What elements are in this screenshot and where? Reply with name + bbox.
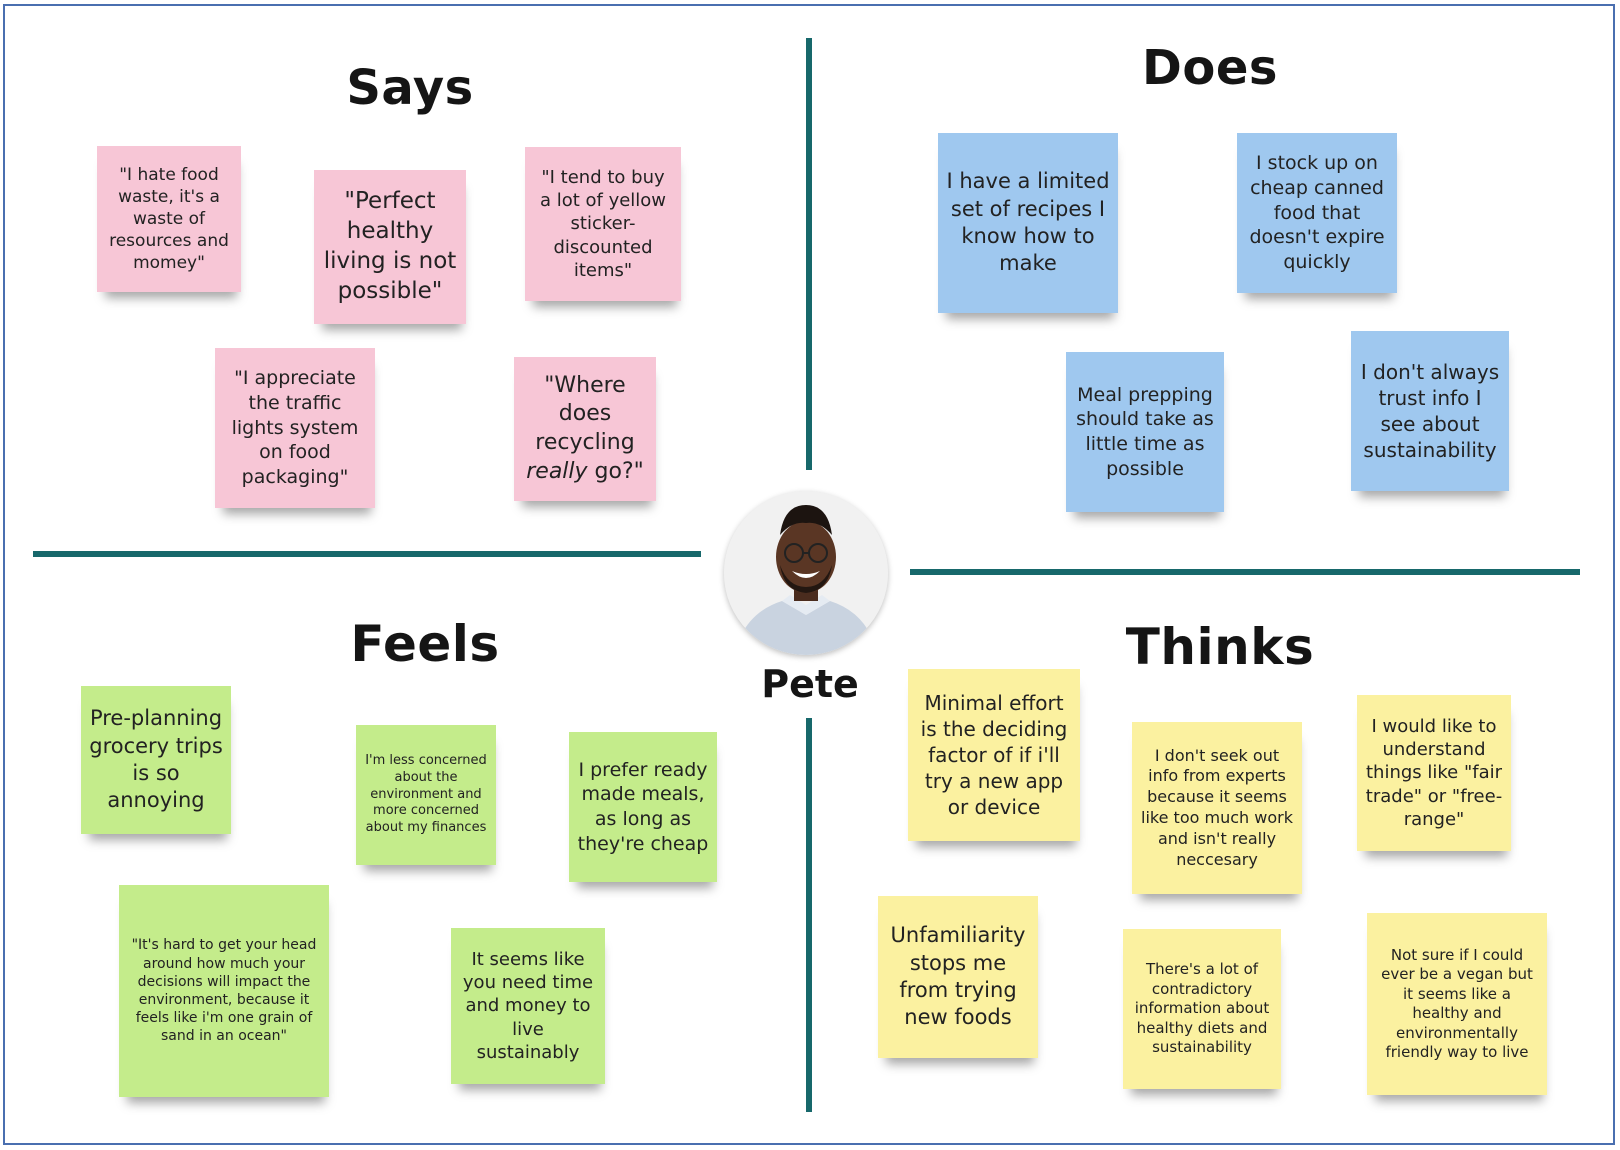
persona-name: Pete <box>761 662 859 706</box>
thinks-note-3[interactable]: I would like to understand things like "… <box>1357 695 1511 851</box>
divider-horizontal-left <box>33 551 701 557</box>
says-note-5-text-after: go?" <box>587 458 644 484</box>
thinks-note-4[interactable]: Unfamiliarity stops me from trying new f… <box>878 896 1038 1058</box>
divider-vertical-bottom <box>806 718 812 1112</box>
says-note-1[interactable]: "I hate food waste, it's a waste of reso… <box>97 146 241 292</box>
says-note-5-emphasis: really <box>526 458 588 484</box>
thinks-title: Thinks <box>1125 618 1315 676</box>
feels-title: Feels <box>350 615 500 673</box>
says-note-2[interactable]: "Perfect healthy living is not possible" <box>314 170 466 324</box>
thinks-note-2[interactable]: I don't seek out info from experts becau… <box>1132 722 1302 894</box>
says-note-3[interactable]: "I tend to buy a lot of yellow sticker-d… <box>525 147 681 301</box>
board-frame <box>3 4 1615 1145</box>
feels-note-1[interactable]: Pre-planning grocery trips is so annoyin… <box>81 686 231 834</box>
thinks-note-5[interactable]: There's a lot of contradictory informati… <box>1123 929 1281 1089</box>
feels-note-4[interactable]: "It's hard to get your head around how m… <box>119 885 329 1097</box>
does-note-2[interactable]: I stock up on cheap canned food that doe… <box>1237 133 1397 293</box>
avatar-illustration <box>724 491 888 655</box>
divider-horizontal-right <box>910 569 1580 575</box>
thinks-note-6[interactable]: Not sure if I could ever be a vegan but … <box>1367 913 1547 1095</box>
does-note-4[interactable]: I don't always trust info I see about su… <box>1351 331 1509 491</box>
does-note-3[interactable]: Meal prepping should take as little time… <box>1066 352 1224 512</box>
does-note-1[interactable]: I have a limited set of recipes I know h… <box>938 133 1118 313</box>
says-note-4[interactable]: "I appreciate the traffic lights system … <box>215 348 375 508</box>
says-title: Says <box>346 60 474 116</box>
does-title: Does <box>1142 40 1278 96</box>
says-note-5[interactable]: "Where does recycling really go?" <box>514 357 656 501</box>
feels-note-5[interactable]: It seems like you need time and money to… <box>451 928 605 1084</box>
feels-note-2[interactable]: I'm less concerned about the environment… <box>356 725 496 865</box>
divider-vertical-top <box>806 38 812 470</box>
person-portrait-icon <box>724 491 888 655</box>
says-note-5-text-before: "Where does recycling <box>535 372 635 455</box>
feels-note-3[interactable]: I prefer ready made meals, as long as th… <box>569 732 717 882</box>
thinks-note-1[interactable]: Minimal effort is the deciding factor of… <box>908 669 1080 841</box>
